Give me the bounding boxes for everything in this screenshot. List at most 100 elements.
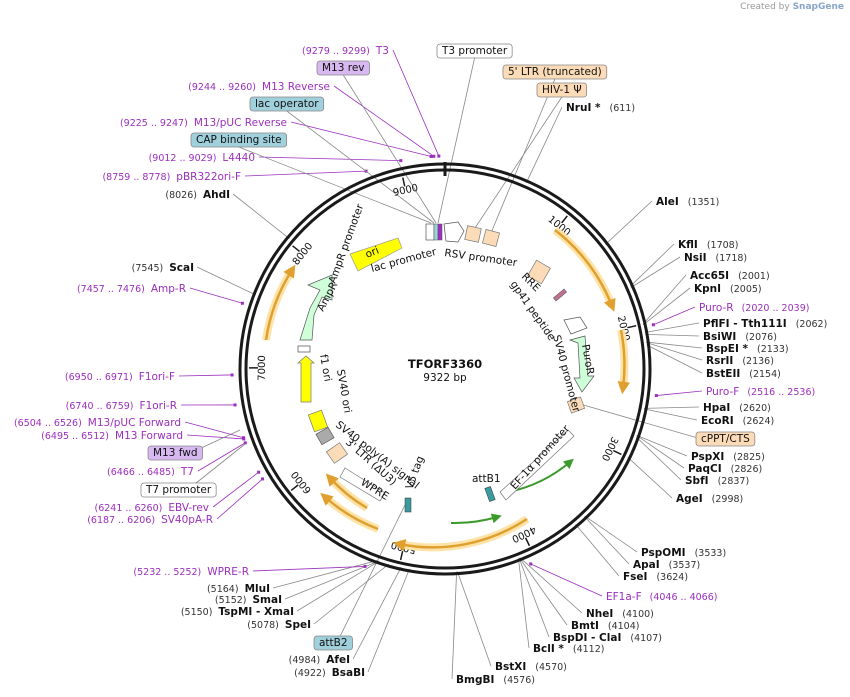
primer: T7(6466 .. 6485) bbox=[107, 466, 194, 478]
enzyme-site: SpeI(5078) bbox=[247, 619, 311, 631]
enzyme-coord: (4112) bbox=[573, 644, 605, 655]
ampr-promoter-feature bbox=[297, 345, 311, 353]
primer-coord: (9225 .. 9247) bbox=[120, 118, 188, 129]
enzyme-leader bbox=[272, 560, 378, 589]
feature-box-bg bbox=[436, 43, 513, 59]
feature-box: HIV-1 Ψ bbox=[536, 82, 588, 98]
enzyme-name: BstEII bbox=[706, 368, 740, 380]
plasmid-size: 9322 bp bbox=[423, 372, 467, 384]
primer-leader bbox=[653, 306, 696, 326]
tick-mark bbox=[292, 245, 301, 253]
primer-leader bbox=[530, 563, 603, 597]
enzyme-coord: (5150) bbox=[181, 607, 213, 618]
primer-coord: (5232 .. 5252) bbox=[133, 567, 201, 578]
enzyme-leader bbox=[575, 524, 620, 577]
enzyme-site: BclI *(4112) bbox=[533, 643, 604, 655]
primer-name: Puro-R bbox=[699, 302, 734, 314]
enzyme-coord: (5164) bbox=[207, 584, 239, 595]
primer-leader bbox=[197, 442, 246, 472]
v5-tag-feature bbox=[404, 497, 412, 513]
tick-mark bbox=[612, 449, 622, 456]
primer-mark bbox=[529, 562, 533, 566]
ltr3-feature bbox=[325, 442, 349, 464]
gp41-feature bbox=[552, 288, 568, 302]
enzyme-leader bbox=[642, 274, 687, 325]
enzyme-name: PspXI bbox=[691, 451, 724, 463]
primer-mark bbox=[654, 394, 658, 398]
orf-arc-2-line bbox=[617, 329, 630, 395]
tick-mark bbox=[627, 324, 637, 329]
feature-box-label: lac operator bbox=[255, 98, 319, 110]
enzyme-coord: (2062) bbox=[796, 319, 828, 330]
primer-coord: (9244 .. 9260) bbox=[188, 82, 256, 93]
enzyme-site: BspEI *(2133) bbox=[706, 343, 789, 355]
feature-box-bg bbox=[249, 96, 325, 112]
enzyme-name: ScaI bbox=[169, 262, 194, 274]
enzyme-site: KflI(1708) bbox=[678, 239, 738, 251]
primer-leader bbox=[216, 478, 263, 520]
credit-prefix: Created by bbox=[740, 2, 790, 12]
orf-arc-6 bbox=[262, 267, 296, 341]
enzyme-name: BmgBI bbox=[456, 674, 494, 686]
primer-mark bbox=[233, 403, 237, 407]
tick-mark bbox=[290, 484, 299, 492]
primer-coord: (9012 .. 9029) bbox=[149, 153, 217, 164]
ampr-promoter-label: AmpR promoter bbox=[327, 202, 367, 285]
primer-name: EBV-rev bbox=[168, 502, 209, 514]
enzyme-coord: (2154) bbox=[749, 369, 781, 380]
primer: T3(9279 .. 9299) bbox=[302, 45, 389, 57]
enzyme-name: PaqCI bbox=[688, 463, 722, 475]
enzyme-leader bbox=[519, 557, 568, 626]
enzyme-leader bbox=[636, 435, 688, 457]
feature-leader bbox=[437, 57, 475, 224]
primer-name: Amp-R bbox=[151, 283, 186, 295]
enzyme-name: BspDI - ClaI bbox=[553, 632, 621, 644]
enzyme-site: EcoRI(2624) bbox=[701, 415, 774, 427]
primer-name: F1ori-F bbox=[139, 371, 175, 383]
enzyme-coord: (8026) bbox=[165, 190, 197, 201]
enzyme-site: NsiI (1718) bbox=[684, 252, 747, 264]
enzyme-name: BsiWI bbox=[703, 331, 736, 343]
enzyme-leader bbox=[644, 322, 700, 333]
orf-arc-green-2 bbox=[450, 513, 502, 525]
enzyme-leader bbox=[313, 563, 389, 625]
enzyme-site: BstEII (2154) bbox=[706, 368, 781, 380]
enzyme-leader bbox=[451, 571, 458, 680]
enzyme-coord: (4570) bbox=[535, 662, 567, 673]
enzyme-name: NsiI bbox=[684, 252, 707, 264]
enzyme-site: BmgBI(4576) bbox=[456, 674, 535, 686]
tick-label: 9000 bbox=[392, 183, 419, 199]
tick-mark bbox=[561, 215, 568, 224]
primer-leader bbox=[258, 156, 401, 162]
enzyme-name: EcoRI bbox=[701, 415, 734, 427]
feature-box: attB2 bbox=[313, 635, 353, 651]
enzyme-coord: (5078) bbox=[247, 620, 279, 631]
enzyme-coord: (2837) bbox=[718, 476, 750, 487]
tick-mark bbox=[399, 550, 404, 561]
enzyme-name: KflI bbox=[678, 239, 698, 251]
primer-coord: (6504 .. 6526) bbox=[14, 418, 82, 429]
primer-coord: (2020 .. 2039) bbox=[742, 303, 810, 314]
primer: SV40pA-R(6187 .. 6206) bbox=[87, 514, 213, 526]
primer-name: M13/pUC Reverse bbox=[194, 117, 287, 129]
enzyme-site: RsrII(2136) bbox=[706, 355, 774, 367]
enzyme-coord: (1718) bbox=[716, 253, 748, 264]
enzyme-leader bbox=[646, 341, 703, 349]
enzyme-leader bbox=[196, 266, 257, 296]
primer: L4440(9012 .. 9029) bbox=[149, 152, 255, 164]
primer-leader bbox=[333, 85, 435, 157]
primer-name: T7 bbox=[180, 466, 194, 478]
rsv-promoter-feature bbox=[443, 221, 465, 243]
enzyme-site: SmaI(5152) bbox=[215, 594, 282, 606]
primer: EF1a-F(4046 .. 4066) bbox=[606, 591, 717, 603]
lac-promoter-feature bbox=[425, 223, 435, 241]
rsv-promoter-label: RSV promoter bbox=[444, 247, 519, 269]
enzyme-site: PspXI(2825) bbox=[691, 451, 765, 463]
enzyme-leader bbox=[518, 557, 550, 638]
primer: F1ori-F(6950 .. 6971) bbox=[65, 371, 175, 383]
feature-box-label: T3 promoter bbox=[441, 45, 508, 57]
primer-coord: (6241 .. 6260) bbox=[95, 503, 163, 514]
primer-mark bbox=[241, 436, 245, 440]
primer-leader bbox=[189, 287, 243, 304]
enzyme-coord: (4922) bbox=[294, 668, 326, 679]
